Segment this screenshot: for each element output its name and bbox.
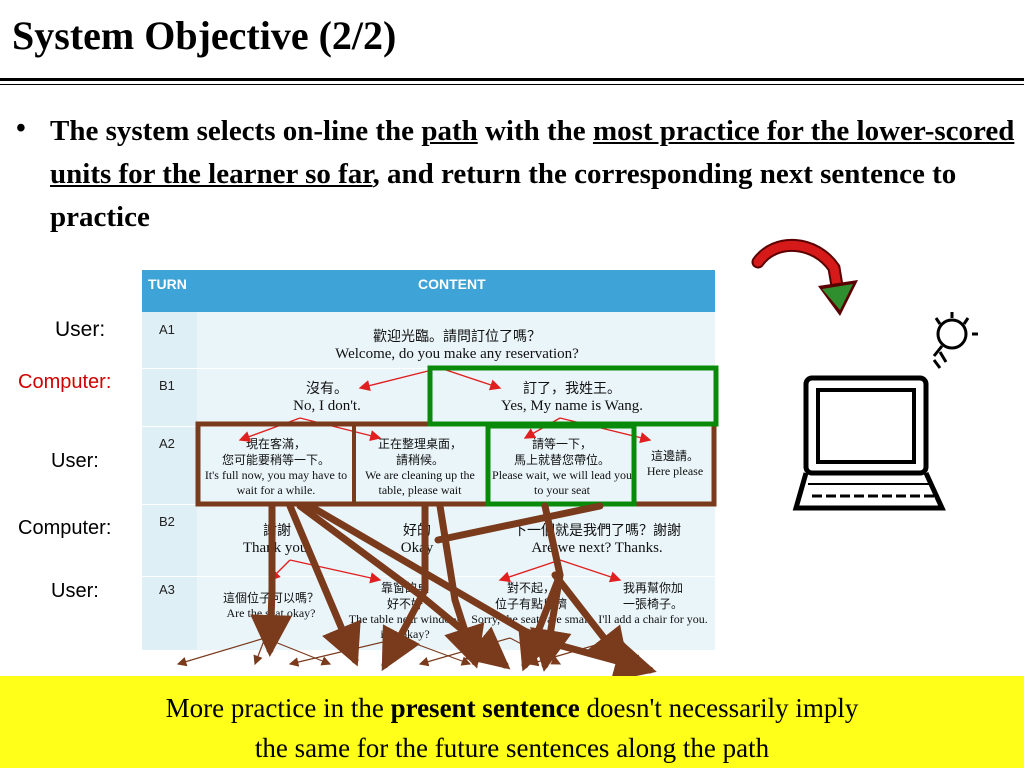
tree-arrow: [439, 367, 502, 391]
cell-en: Yes, My name is Wang.: [501, 398, 643, 414]
bullet-part3: , and return the corresponding next sent…: [50, 158, 957, 233]
lightbulb-icon: [932, 312, 978, 369]
bullet-underlined: most practice for the lower-scored units…: [50, 115, 1015, 190]
tree-arrow: [289, 559, 382, 584]
tree-arrow: [299, 417, 382, 442]
fan-arrow: [264, 637, 332, 666]
cell-zh: 現在客滿， 您可能要稍等一下。: [221, 437, 330, 467]
turn-a3: A3: [159, 582, 175, 597]
banner-text: More practice in the present sentence do…: [0, 688, 1024, 768]
dialogue-table: TURN CONTENT A1 歡迎光臨。請問訂位了嗎？ Welcome, do…: [142, 270, 715, 650]
label-computer-b1: Computer:: [18, 371, 112, 393]
banner-line2: the same for the future sentences along …: [254, 733, 770, 763]
cell-en: It's full now, you may have to wait for …: [204, 468, 348, 497]
table-cell: 我再幫你加 一張椅子。 I'll add a chair for you.: [594, 580, 712, 627]
bullet-path: path: [421, 115, 478, 147]
table-cell: 請等一下， 馬上就替您帶位。 Please wait, we will lead…: [492, 436, 632, 498]
turn-a1: A1: [159, 322, 175, 337]
banner-line1-b: present sentence: [390, 693, 580, 723]
computer-icon: [792, 375, 946, 511]
label-user-a2: User:: [51, 450, 99, 472]
path-arrows: [250, 502, 657, 682]
turn-b2: B2: [159, 514, 175, 529]
green-box-a2: [485, 423, 637, 507]
path-box-a2: [195, 421, 717, 507]
table-cell: 現在客滿， 您可能要稍等一下。 It's full now, you may h…: [200, 436, 352, 498]
bullet-part1: The system selects on-line the: [50, 115, 422, 147]
label-user-a1: User:: [55, 318, 106, 341]
title-rule-thick: [0, 78, 1024, 81]
label-user-a3: User:: [51, 580, 99, 602]
path-arrow: [286, 502, 361, 667]
cell-zh: 沒有。: [306, 381, 348, 397]
cell-zh: 我再幫你加 一張椅子。: [622, 581, 683, 611]
tree-arrow: [238, 417, 301, 442]
green-box-b1: [427, 365, 719, 427]
cell-en: We are cleaning up the table, please wai…: [365, 468, 475, 497]
fan-arrow: [176, 637, 266, 667]
cell-en: Welcome, do you make any reservation?: [335, 346, 579, 362]
tree-arrow: [498, 559, 561, 583]
path-arrow: [551, 571, 630, 671]
table-cell: 歡迎光臨。請問訂位了嗎？ Welcome, do you make any re…: [202, 326, 712, 363]
turn-a2: A2: [159, 436, 175, 451]
path-arrow: [381, 502, 429, 672]
turn-b1: B1: [159, 378, 175, 393]
fan-arrow: [253, 637, 266, 666]
path-arrow: [434, 502, 604, 544]
banner-line1-c: doesn't necessarily imply: [579, 693, 859, 723]
cell-zh: 正在整理桌面， 請稍候。: [377, 437, 462, 467]
table-cell: 沒有。 No, I don't.: [202, 378, 452, 415]
slide-title: System Objective (2/2): [12, 13, 397, 58]
table-cell: 下一個就是我們了嗎？謝謝 Are we next? Thanks.: [482, 520, 712, 557]
header-content: CONTENT: [418, 276, 486, 292]
bullet-text: The system selects on-line the path with…: [50, 110, 1015, 239]
table-header: TURN CONTENT: [142, 270, 715, 312]
table-cell: 正在整理桌面， 請稍候。 We are cleaning up the tabl…: [354, 436, 486, 498]
cell-zh: 請等一下， 馬上就替您帶位。: [513, 437, 610, 467]
bullet-part2: with the: [477, 115, 593, 147]
bullet-marker: •: [16, 113, 26, 144]
banner-line1: More practice in the present sentence do…: [0, 688, 1024, 728]
cell-zh: 訂了，我姓王。: [523, 381, 621, 397]
cell-zh: 這邊請。: [650, 449, 699, 463]
cell-zh: 下一個就是我們了嗎？謝謝: [513, 523, 681, 539]
cell-en: Here please: [646, 464, 704, 478]
path-arrow: [250, 502, 293, 657]
conclusion-banner: [0, 676, 1024, 768]
tree-arrow: [559, 559, 622, 583]
cell-en: I'll add a chair for you.: [598, 612, 708, 626]
header-turn: TURN: [148, 276, 187, 292]
table-cell: 這邊請。 Here please: [636, 448, 714, 479]
table-cell: 訂了，我姓王。 Yes, My name is Wang.: [442, 378, 702, 415]
cell-en: Thank you.: [242, 540, 312, 556]
path-arrow: [530, 571, 572, 672]
banner-line1-a: More practice in the: [165, 693, 391, 723]
curved-arrow-icon: [751, 238, 858, 316]
cell-en: Are we next? Thanks.: [531, 540, 663, 556]
label-computer-b2: Computer:: [18, 517, 112, 539]
cell-en: No, I don't.: [293, 398, 361, 414]
cell-zh: 歡迎光臨。請問訂位了嗎？: [373, 329, 541, 345]
title-rule-thin: [0, 84, 1024, 85]
tree-arrow: [358, 367, 441, 392]
cell-en: Please wait, we will lead you to your se…: [492, 468, 632, 497]
